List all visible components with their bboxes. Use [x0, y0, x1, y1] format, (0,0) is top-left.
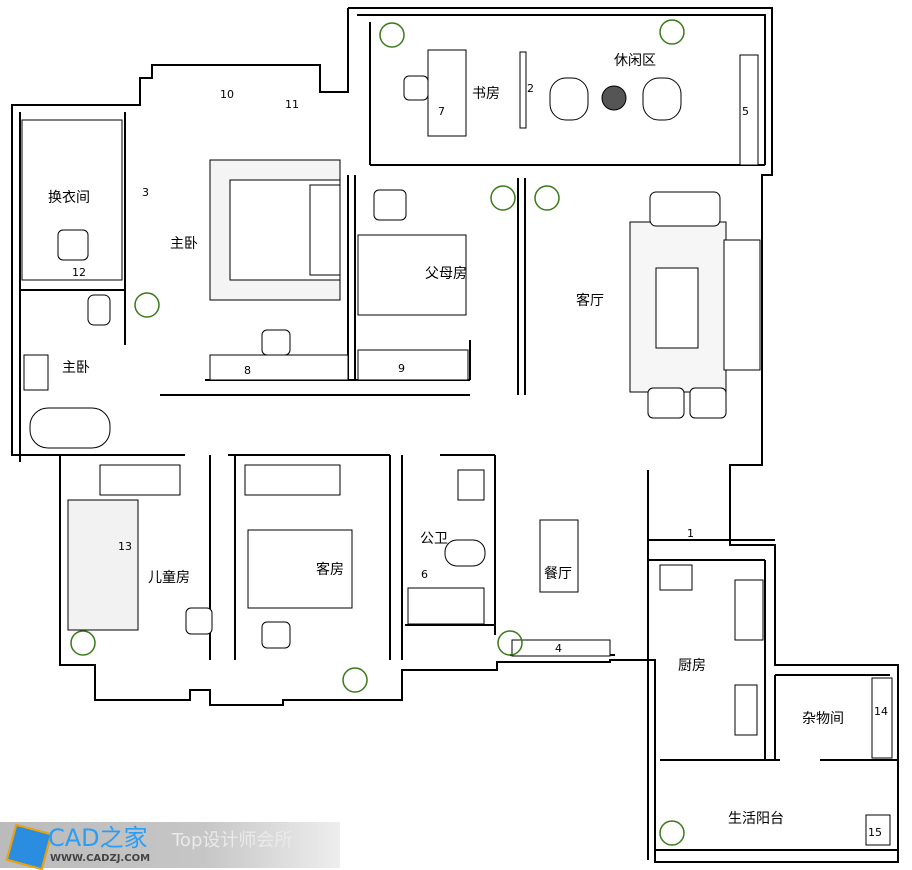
- marker-12: 12: [72, 266, 86, 279]
- room-label-parents-room: 父母房: [425, 266, 467, 282]
- marker-10: 10: [220, 88, 234, 101]
- room-label-leisure: 休闲区: [614, 53, 656, 69]
- room-label-master-bedroom: 主卧: [170, 236, 198, 252]
- marker-15: 15: [868, 826, 882, 839]
- marker-7: 7: [438, 105, 445, 118]
- marker-9: 9: [398, 362, 405, 375]
- marker-13: 13: [118, 540, 132, 553]
- marker-11: 11: [285, 98, 299, 111]
- room-label-storage: 杂物间: [802, 711, 844, 727]
- marker-4: 4: [555, 642, 562, 655]
- watermark-title: CAD之家: [48, 824, 148, 852]
- room-label-public-bath: 公卫: [420, 531, 448, 547]
- plants: [70, 19, 685, 846]
- marker-1: 1: [687, 527, 694, 540]
- room-label-guest-room: 客房: [316, 561, 344, 578]
- furniture: [21, 49, 893, 846]
- room-label-kids-room: 儿童房: [148, 569, 190, 586]
- marker-6: 6: [421, 568, 428, 581]
- room-label-master-bath: 主卧: [62, 360, 90, 376]
- room-labels: 书房 休闲区 换衣间 主卧 主卧 父母房 客厅 儿童房 客房 公卫 餐厅 厨房 …: [48, 53, 844, 827]
- marker-5: 5: [742, 105, 749, 118]
- room-label-service-balcony: 生活阳台: [728, 811, 784, 827]
- marker-8: 8: [244, 364, 251, 377]
- watermark-banner: CAD之家 WWW.CADZJ.COM Top设计师会所: [0, 822, 340, 870]
- room-label-living-room: 客厅: [576, 292, 604, 309]
- marker-2: 2: [527, 82, 534, 95]
- cad-logo-icon: [5, 823, 53, 870]
- marker-14: 14: [874, 705, 888, 718]
- item-markers: 1 2 3 4 5 6 7 8 9 10 11 12 13 14 15: [72, 82, 888, 839]
- room-label-kitchen: 厨房: [678, 658, 706, 674]
- room-label-study: 书房: [472, 86, 500, 102]
- room-label-dining-room: 餐厅: [544, 566, 572, 582]
- marker-3: 3: [142, 186, 149, 199]
- room-label-dressing: 换衣间: [48, 189, 90, 206]
- watermark-url: WWW.CADZJ.COM: [50, 853, 151, 864]
- watermark-background-text: Top设计师会所: [172, 830, 293, 851]
